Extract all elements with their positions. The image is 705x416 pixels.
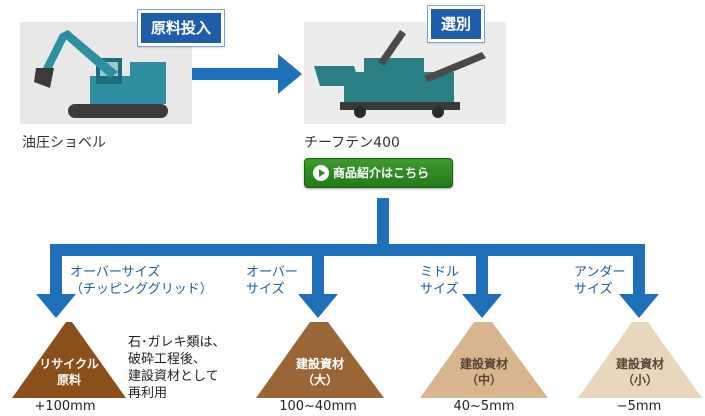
recycle-note-line2: 破砕工程後、: [128, 352, 207, 367]
product-introduction-button[interactable]: 商品紹介はこちら: [304, 158, 453, 188]
raw-material-input-tag: 原料投入: [136, 9, 226, 47]
branch-label-middle: ミドル サイズ: [420, 264, 459, 298]
arrow-stem: [377, 198, 389, 250]
pile-label-3-line1: 建設資材: [459, 357, 508, 371]
pile-label-small: 建設資材 （小）: [584, 356, 696, 388]
branch-label-2-line2: サイズ: [246, 282, 285, 297]
branch-label-under: アンダー サイズ: [574, 264, 625, 298]
branch-label-4-line2: サイズ: [574, 282, 613, 297]
branch-arrow-3: [462, 244, 502, 318]
arrow-to-screener: [190, 54, 302, 94]
size-label-medium: 40~5mm: [453, 399, 515, 414]
pile-label-medium: 建設資材 （中）: [428, 356, 540, 388]
pile-label-2-line2: （大）: [301, 373, 338, 387]
pile-small: [578, 322, 702, 398]
branch-bar: [50, 244, 645, 256]
pile-label-2-line1: 建設資材: [295, 357, 344, 371]
pile-label-recycle: リサイクル 原料: [14, 356, 124, 388]
branch-arrow-1: [36, 244, 76, 318]
branch-label-1-line2: （チッピンググリッド）: [70, 282, 213, 297]
excavator-caption: 油圧ショベル: [22, 135, 106, 151]
product-introduction-label: 商品紹介はこちら: [333, 166, 430, 180]
branch-label-oversize: オーバー サイズ: [246, 264, 298, 298]
recycle-note: 石･ガレキ類は、 破砕工程後、 建設資材として 再利用: [128, 334, 226, 402]
pile-label-1-line2: 原料: [56, 373, 81, 387]
pile-label-4-line2: （小）: [621, 373, 658, 387]
branch-arrow-2: [298, 244, 338, 318]
branch-label-4-line1: アンダー: [574, 265, 626, 280]
branch-label-2-line1: オーバー: [246, 265, 298, 280]
size-label-recycle: +100mm: [34, 399, 96, 414]
size-label-large: 100~40mm: [279, 399, 357, 414]
pile-label-1-line1: リサイクル: [39, 357, 99, 371]
branch-arrow-4: [619, 244, 659, 318]
pile-label-4-line1: 建設資材: [615, 357, 664, 371]
excavator-illustration: [20, 22, 192, 124]
branch-label-oversize-chipping: オーバーサイズ （チッピンググリッド）: [70, 264, 213, 298]
pile-label-large: 建設資材 （大）: [264, 356, 376, 388]
separation-tag: 選別: [426, 5, 486, 43]
play-icon: [313, 164, 329, 181]
recycle-note-line3: 建設資材として: [128, 369, 219, 384]
branch-label-3-line1: ミドル: [420, 265, 460, 280]
recycle-note-line1: 石･ガレキ類は、: [128, 335, 226, 350]
recycle-note-line4: 再利用: [128, 386, 168, 401]
pile-label-3-line2: （中）: [465, 373, 502, 387]
pile-medium: [420, 322, 548, 398]
pile-large: [256, 322, 384, 398]
branch-label-3-line2: サイズ: [420, 282, 459, 297]
screener-caption: チーフテン400: [304, 135, 400, 151]
size-label-small: −5mm: [616, 399, 662, 414]
branch-label-1-line1: オーバーサイズ: [70, 265, 161, 280]
pile-recycle: [12, 322, 126, 398]
